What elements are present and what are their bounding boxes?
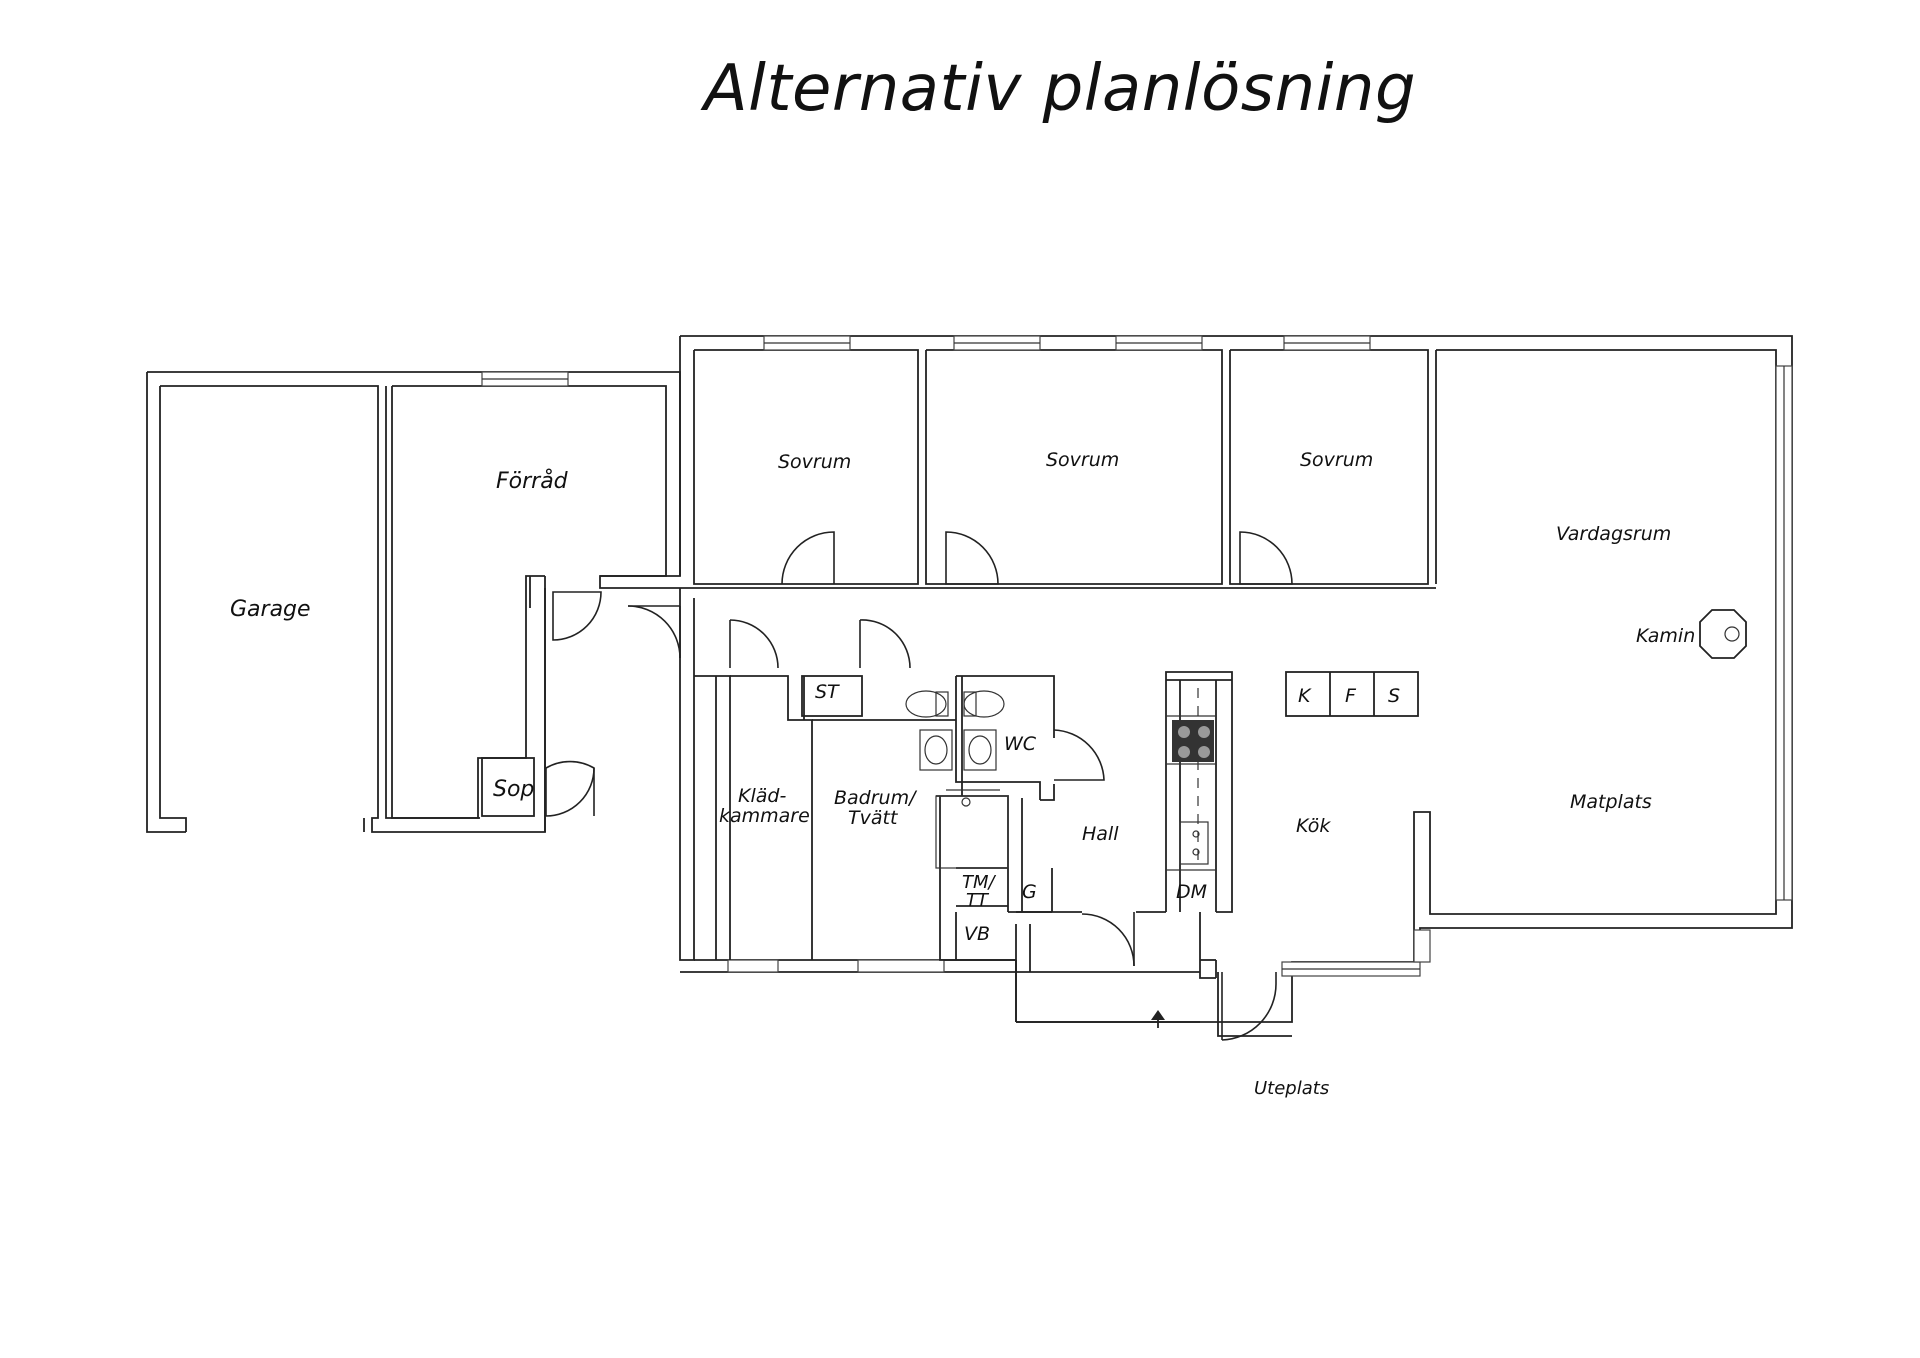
inner-rooms bbox=[694, 619, 1105, 961]
label-vardagsrum: Vardagsrum bbox=[1556, 523, 1671, 545]
label-uteplats: Uteplats bbox=[1254, 1078, 1329, 1099]
label-kamin: Kamin bbox=[1636, 625, 1695, 647]
label-wc: WC bbox=[1004, 733, 1037, 755]
label-sop: Sop bbox=[493, 777, 534, 802]
label-badrum-2: Tvätt bbox=[848, 807, 899, 829]
house-walls bbox=[679, 335, 1793, 1023]
label-f: F bbox=[1345, 685, 1357, 707]
sop-box bbox=[481, 757, 535, 817]
door-entrance[interactable] bbox=[1081, 913, 1135, 967]
st-box bbox=[801, 675, 863, 717]
label-tm-2: TT bbox=[966, 890, 990, 911]
entrance-arrow-icon bbox=[1151, 1010, 1165, 1020]
door-badrum[interactable] bbox=[859, 619, 911, 669]
door-forrad[interactable] bbox=[552, 591, 602, 641]
label-matplats: Matplats bbox=[1570, 791, 1652, 813]
label-sovrum-3: Sovrum bbox=[1300, 449, 1373, 471]
shower bbox=[935, 795, 1009, 869]
kamin-icon bbox=[1699, 609, 1747, 659]
label-forrad: Förråd bbox=[496, 468, 569, 494]
door-sovrum-1[interactable] bbox=[781, 531, 835, 585]
label-hall: Hall bbox=[1082, 823, 1119, 845]
label-st: ST bbox=[815, 681, 840, 703]
label-badrum-1: Badrum/ bbox=[834, 787, 918, 809]
label-kladkammare-2: kammare bbox=[719, 805, 810, 827]
label-k: K bbox=[1298, 685, 1312, 707]
door-entrance-side[interactable] bbox=[627, 605, 681, 659]
sink-icon bbox=[919, 729, 953, 771]
hall-entrance bbox=[1016, 671, 1292, 1041]
door-sovrum-3[interactable] bbox=[1239, 531, 1293, 585]
toilet-icon bbox=[963, 690, 1005, 718]
label-dm: DM bbox=[1176, 881, 1207, 903]
door-wc[interactable] bbox=[1053, 729, 1105, 781]
label-sovrum-2: Sovrum bbox=[1046, 449, 1119, 471]
plan-title: Alternativ planlösning bbox=[703, 52, 1417, 126]
toilet-icon bbox=[905, 690, 947, 718]
kitchen-sink-icon bbox=[1179, 821, 1209, 865]
label-s: S bbox=[1388, 685, 1400, 707]
kitchen-appliances bbox=[1285, 671, 1419, 717]
door-kladkammare[interactable] bbox=[729, 619, 779, 669]
windows-north bbox=[727, 335, 1793, 977]
labels: Garage Förråd Sop Sovrum Sovrum Sovrum V… bbox=[230, 449, 1695, 1099]
door-sovrum-2[interactable] bbox=[945, 531, 999, 585]
label-kok: Kök bbox=[1296, 815, 1331, 837]
label-kladkammare-1: Kläd- bbox=[738, 785, 786, 807]
label-tm-1: TM/ bbox=[962, 872, 997, 893]
label-vb: VB bbox=[964, 923, 990, 945]
door-terrace[interactable] bbox=[1221, 972, 1277, 1041]
label-sovrum-1: Sovrum bbox=[778, 451, 851, 473]
sink-icon bbox=[963, 729, 997, 771]
garage-block bbox=[146, 371, 681, 833]
label-garage: Garage bbox=[230, 597, 311, 622]
bedroom-doors bbox=[627, 531, 1293, 659]
door-sop[interactable] bbox=[545, 760, 595, 816]
label-g: G bbox=[1022, 881, 1037, 903]
